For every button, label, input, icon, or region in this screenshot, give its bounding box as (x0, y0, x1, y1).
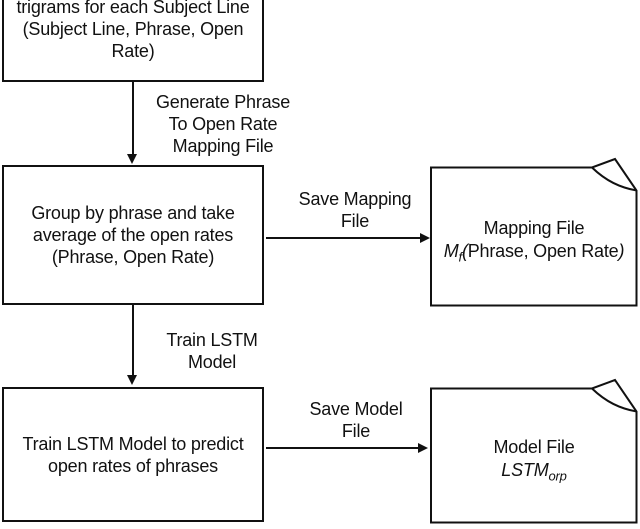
formula-subscript: f (458, 249, 463, 265)
file-title: Model File (493, 436, 575, 457)
node-text-line: Group by phrase and take (31, 203, 235, 223)
edge-label-line: Generate Phrase (155, 92, 291, 112)
edge-label-save-model: Save Model File (281, 398, 431, 442)
edge-label-line: Mapping File (172, 136, 274, 156)
formula-paren: ) (618, 240, 625, 261)
right-arrowhead-icon-1 (420, 232, 430, 243)
file-title: Mapping File (483, 217, 585, 238)
node-text-line: average of the open rates (32, 225, 234, 245)
node-group-text: Group by phrase and take average of the … (4, 202, 262, 268)
right-arrow-line-2 (266, 446, 419, 449)
node-model-file: Model File LSTMorp (430, 378, 638, 524)
model-file-text: Model File LSTMorp (430, 428, 638, 484)
node-train-text: Train LSTM Model to predict open rates o… (4, 433, 262, 477)
right-arrow-line-1 (266, 237, 421, 239)
edge-label-line: Train LSTM (166, 330, 258, 350)
node-trigrams-text: trigrams for each Subject Line (Subject … (4, 0, 262, 62)
edge-label-line: File (340, 211, 370, 231)
formula-var: M (443, 240, 459, 261)
file-formula: Mf(Phrase, Open Rate) (430, 240, 638, 265)
edge-label-line: Save Model (309, 399, 403, 419)
formula-var: LSTM (501, 459, 549, 480)
edge-label-save-mapping: Save Mapping File (280, 188, 430, 232)
formula-subscript: orp (548, 468, 567, 484)
node-mapping-file: Mapping File Mf(Phrase, Open Rate) (430, 157, 638, 307)
formula-args: Phrase, Open Rate (467, 240, 619, 261)
node-text-line: trigrams for each Subject Line (16, 0, 250, 17)
formula-paren: ( (461, 240, 468, 261)
node-trigrams-box: trigrams for each Subject Line (Subject … (2, 0, 264, 82)
down-arrow-line-1 (132, 82, 134, 155)
edge-label-line: Model (187, 352, 237, 372)
mapping-file-text: Mapping File Mf(Phrase, Open Rate) (430, 209, 638, 265)
node-text-line: Train LSTM Model to predict (22, 433, 244, 454)
node-text-line: (Subject Line, Phrase, Open (22, 19, 244, 39)
node-group-by-phrase-box: Group by phrase and take average of the … (2, 165, 264, 305)
edge-label-line: Save Mapping (298, 189, 412, 209)
file-formula: LSTMorp (430, 459, 638, 484)
document-shape-icon (430, 378, 638, 524)
right-arrowhead-icon-2 (418, 442, 428, 453)
down-arrowhead-icon-2 (127, 375, 137, 385)
node-text-line: Rate) (111, 41, 155, 61)
edge-label-train-lstm: Train LSTM Model (152, 329, 272, 373)
edge-label-line: File (341, 421, 371, 441)
down-arrow-line-2 (132, 305, 134, 376)
edge-label-generate-mapping: Generate Phrase To Open Rate Mapping Fil… (138, 91, 308, 157)
document-shape-icon (430, 157, 638, 307)
edge-label-line: To Open Rate (168, 114, 278, 134)
node-train-lstm-box: Train LSTM Model to predict open rates o… (2, 387, 264, 522)
down-arrowhead-icon-1 (127, 154, 137, 164)
node-text-line: (Phrase, Open Rate) (51, 247, 215, 267)
node-text-line: open rates of phrases (48, 455, 218, 476)
